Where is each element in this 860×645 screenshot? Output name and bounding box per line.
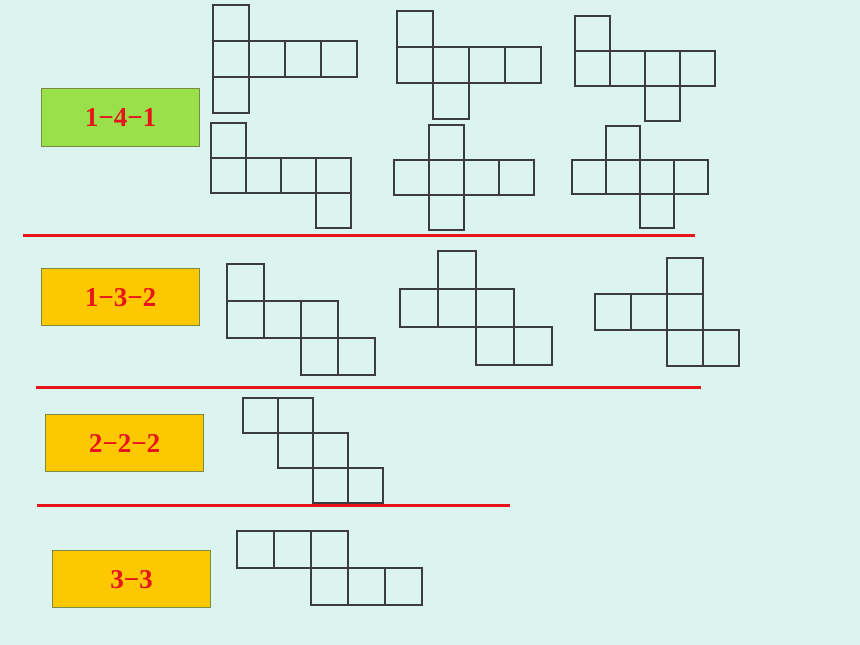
net-square [574,50,611,87]
net-square [347,467,384,504]
net-square [210,157,247,194]
net-square [212,4,250,42]
net-square [320,40,358,78]
net-square [226,263,265,302]
label-1-3-2: 1−3−2 [41,268,200,326]
net-square [666,257,704,295]
net-square [630,293,668,331]
net-square [475,326,515,366]
net-square [605,159,641,195]
net-square [679,50,716,87]
net-square [468,46,506,84]
net-square [432,46,470,84]
net-square [666,293,704,331]
net-square [210,122,247,159]
net-square [300,300,339,339]
net-square [574,15,611,52]
net-square [393,159,430,196]
net-square [273,530,312,569]
net-square [475,288,515,328]
net-square [702,329,740,367]
net-square [310,567,349,606]
net-square [513,326,553,366]
net-square [396,46,434,84]
net-square [463,159,500,196]
net-square [644,85,681,122]
net-square [666,329,704,367]
net-square [248,40,286,78]
net-square [428,194,465,231]
net-square [428,159,465,196]
separator-line-3 [37,504,510,507]
net-square [277,397,314,434]
net-square [300,337,339,376]
label-3-3: 3−3 [52,550,211,608]
net-square [609,50,646,87]
net-square [312,432,349,469]
net-square [312,467,349,504]
net-square [212,40,250,78]
net-square [428,124,465,161]
net-square [347,567,386,606]
net-square [337,337,376,376]
net-square [242,397,279,434]
net-square [432,82,470,120]
net-square [212,76,250,114]
net-square [396,10,434,48]
net-square [226,300,265,339]
net-square [571,159,607,195]
net-square [315,157,352,194]
net-square [280,157,317,194]
net-square [639,159,675,195]
net-square [315,192,352,229]
net-square [673,159,709,195]
net-square [384,567,423,606]
net-square [594,293,632,331]
net-square [644,50,681,87]
net-square [277,432,314,469]
net-square [399,288,439,328]
label-1-4-1: 1−4−1 [41,88,200,147]
net-square [498,159,535,196]
net-square [504,46,542,84]
net-square [236,530,275,569]
net-square [639,193,675,229]
net-square [310,530,349,569]
separator-line-1 [23,234,695,237]
separator-line-2 [36,386,701,389]
net-square [245,157,282,194]
net-square [605,125,641,161]
net-square [437,250,477,290]
net-square [263,300,302,339]
net-square [437,288,477,328]
label-2-2-2: 2−2−2 [45,414,204,472]
net-square [284,40,322,78]
